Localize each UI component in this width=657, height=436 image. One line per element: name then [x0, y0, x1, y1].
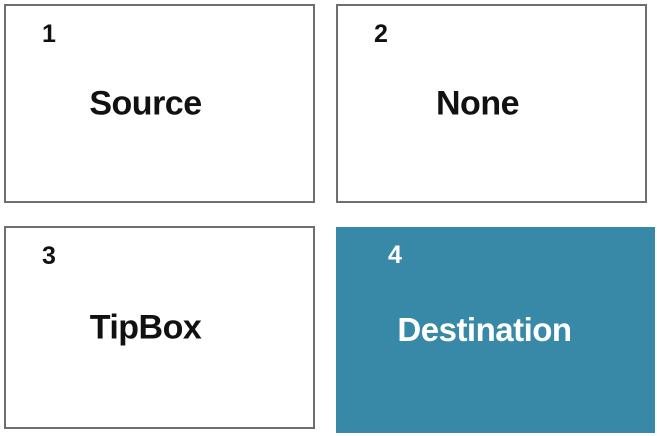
panel-1-label: Source: [89, 84, 202, 122]
panel-3-tipbox[interactable]: 3 TipBox: [4, 226, 315, 429]
panel-2-label: None: [436, 84, 520, 122]
panel-4-destination[interactable]: 4 Destination: [336, 227, 655, 433]
panel-3-label: TipBox: [89, 308, 202, 346]
panel-4-label: Destination: [397, 311, 572, 348]
panel-2-none[interactable]: 2 None: [336, 4, 647, 203]
panel-4-index: 4: [388, 241, 402, 269]
panel-3-index: 3: [42, 242, 56, 270]
panel-1-source[interactable]: 1 Source: [4, 4, 315, 203]
panel-1-index: 1: [42, 20, 56, 48]
panel-2-index: 2: [374, 20, 388, 48]
